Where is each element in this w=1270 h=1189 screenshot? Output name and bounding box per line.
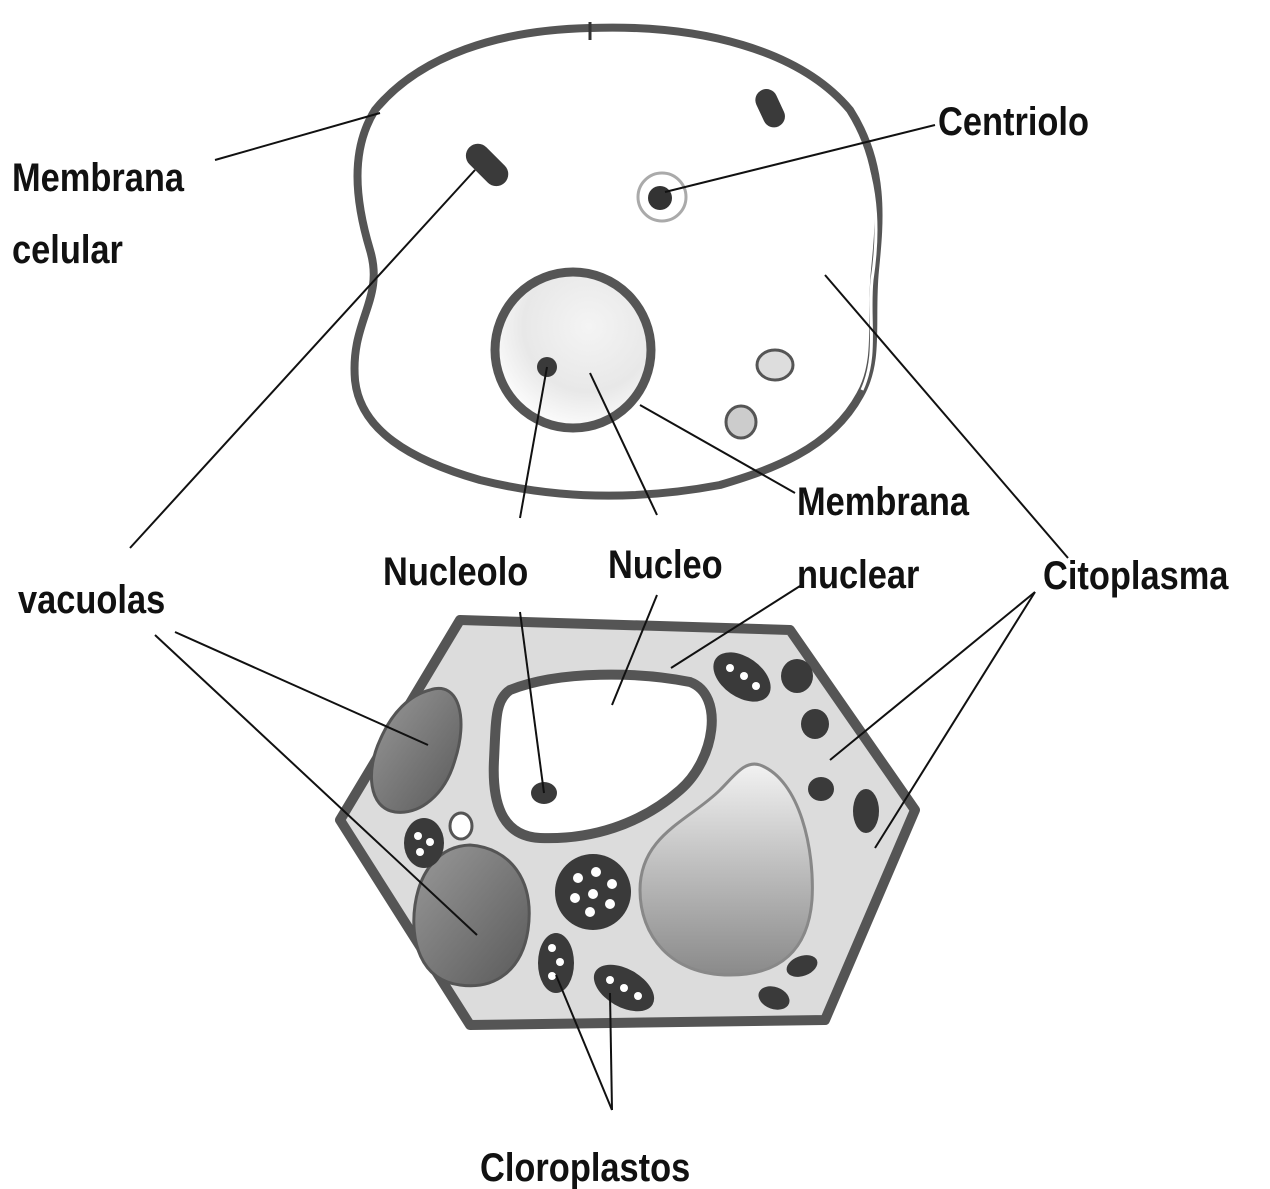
chloroplast-9 [853, 789, 879, 833]
leader-citoplasma-plant-2 [875, 592, 1035, 848]
label-nucleolo: Nucleolo [383, 552, 528, 592]
chloroplast-2 [555, 854, 631, 930]
label-centriolo: Centriolo [938, 102, 1089, 142]
animal-cell [355, 22, 879, 496]
label-membrana-nuclear-line2: nuclear [797, 555, 919, 595]
small-vacuole [450, 813, 472, 839]
label-vacuolas: vacuolas [18, 580, 165, 620]
animal-cell-membrane [355, 28, 879, 496]
centriole-icon [648, 186, 672, 210]
label-membrana-nuclear-line1: Membrana [797, 482, 969, 522]
chloroplast-3 [538, 933, 574, 993]
leader-citoplasma-plant-1 [830, 592, 1035, 760]
label-membrana-celular-line1: Membrana [12, 158, 184, 198]
animal-vacuole-4 [726, 406, 756, 438]
label-citoplasma: Citoplasma [1043, 556, 1228, 596]
label-cloroplastos: Cloroplastos [480, 1148, 690, 1188]
animal-nucleus [495, 272, 651, 428]
chloroplast-6 [781, 659, 813, 693]
chloroplast-8 [808, 777, 834, 801]
chloroplast-1 [404, 818, 444, 868]
label-membrana-celular-line2: celular [12, 230, 123, 270]
plant-cell [340, 620, 915, 1025]
animal-vacuole-3 [757, 350, 793, 380]
label-nucleo: Nucleo [608, 545, 723, 585]
chloroplast-7 [801, 709, 829, 739]
